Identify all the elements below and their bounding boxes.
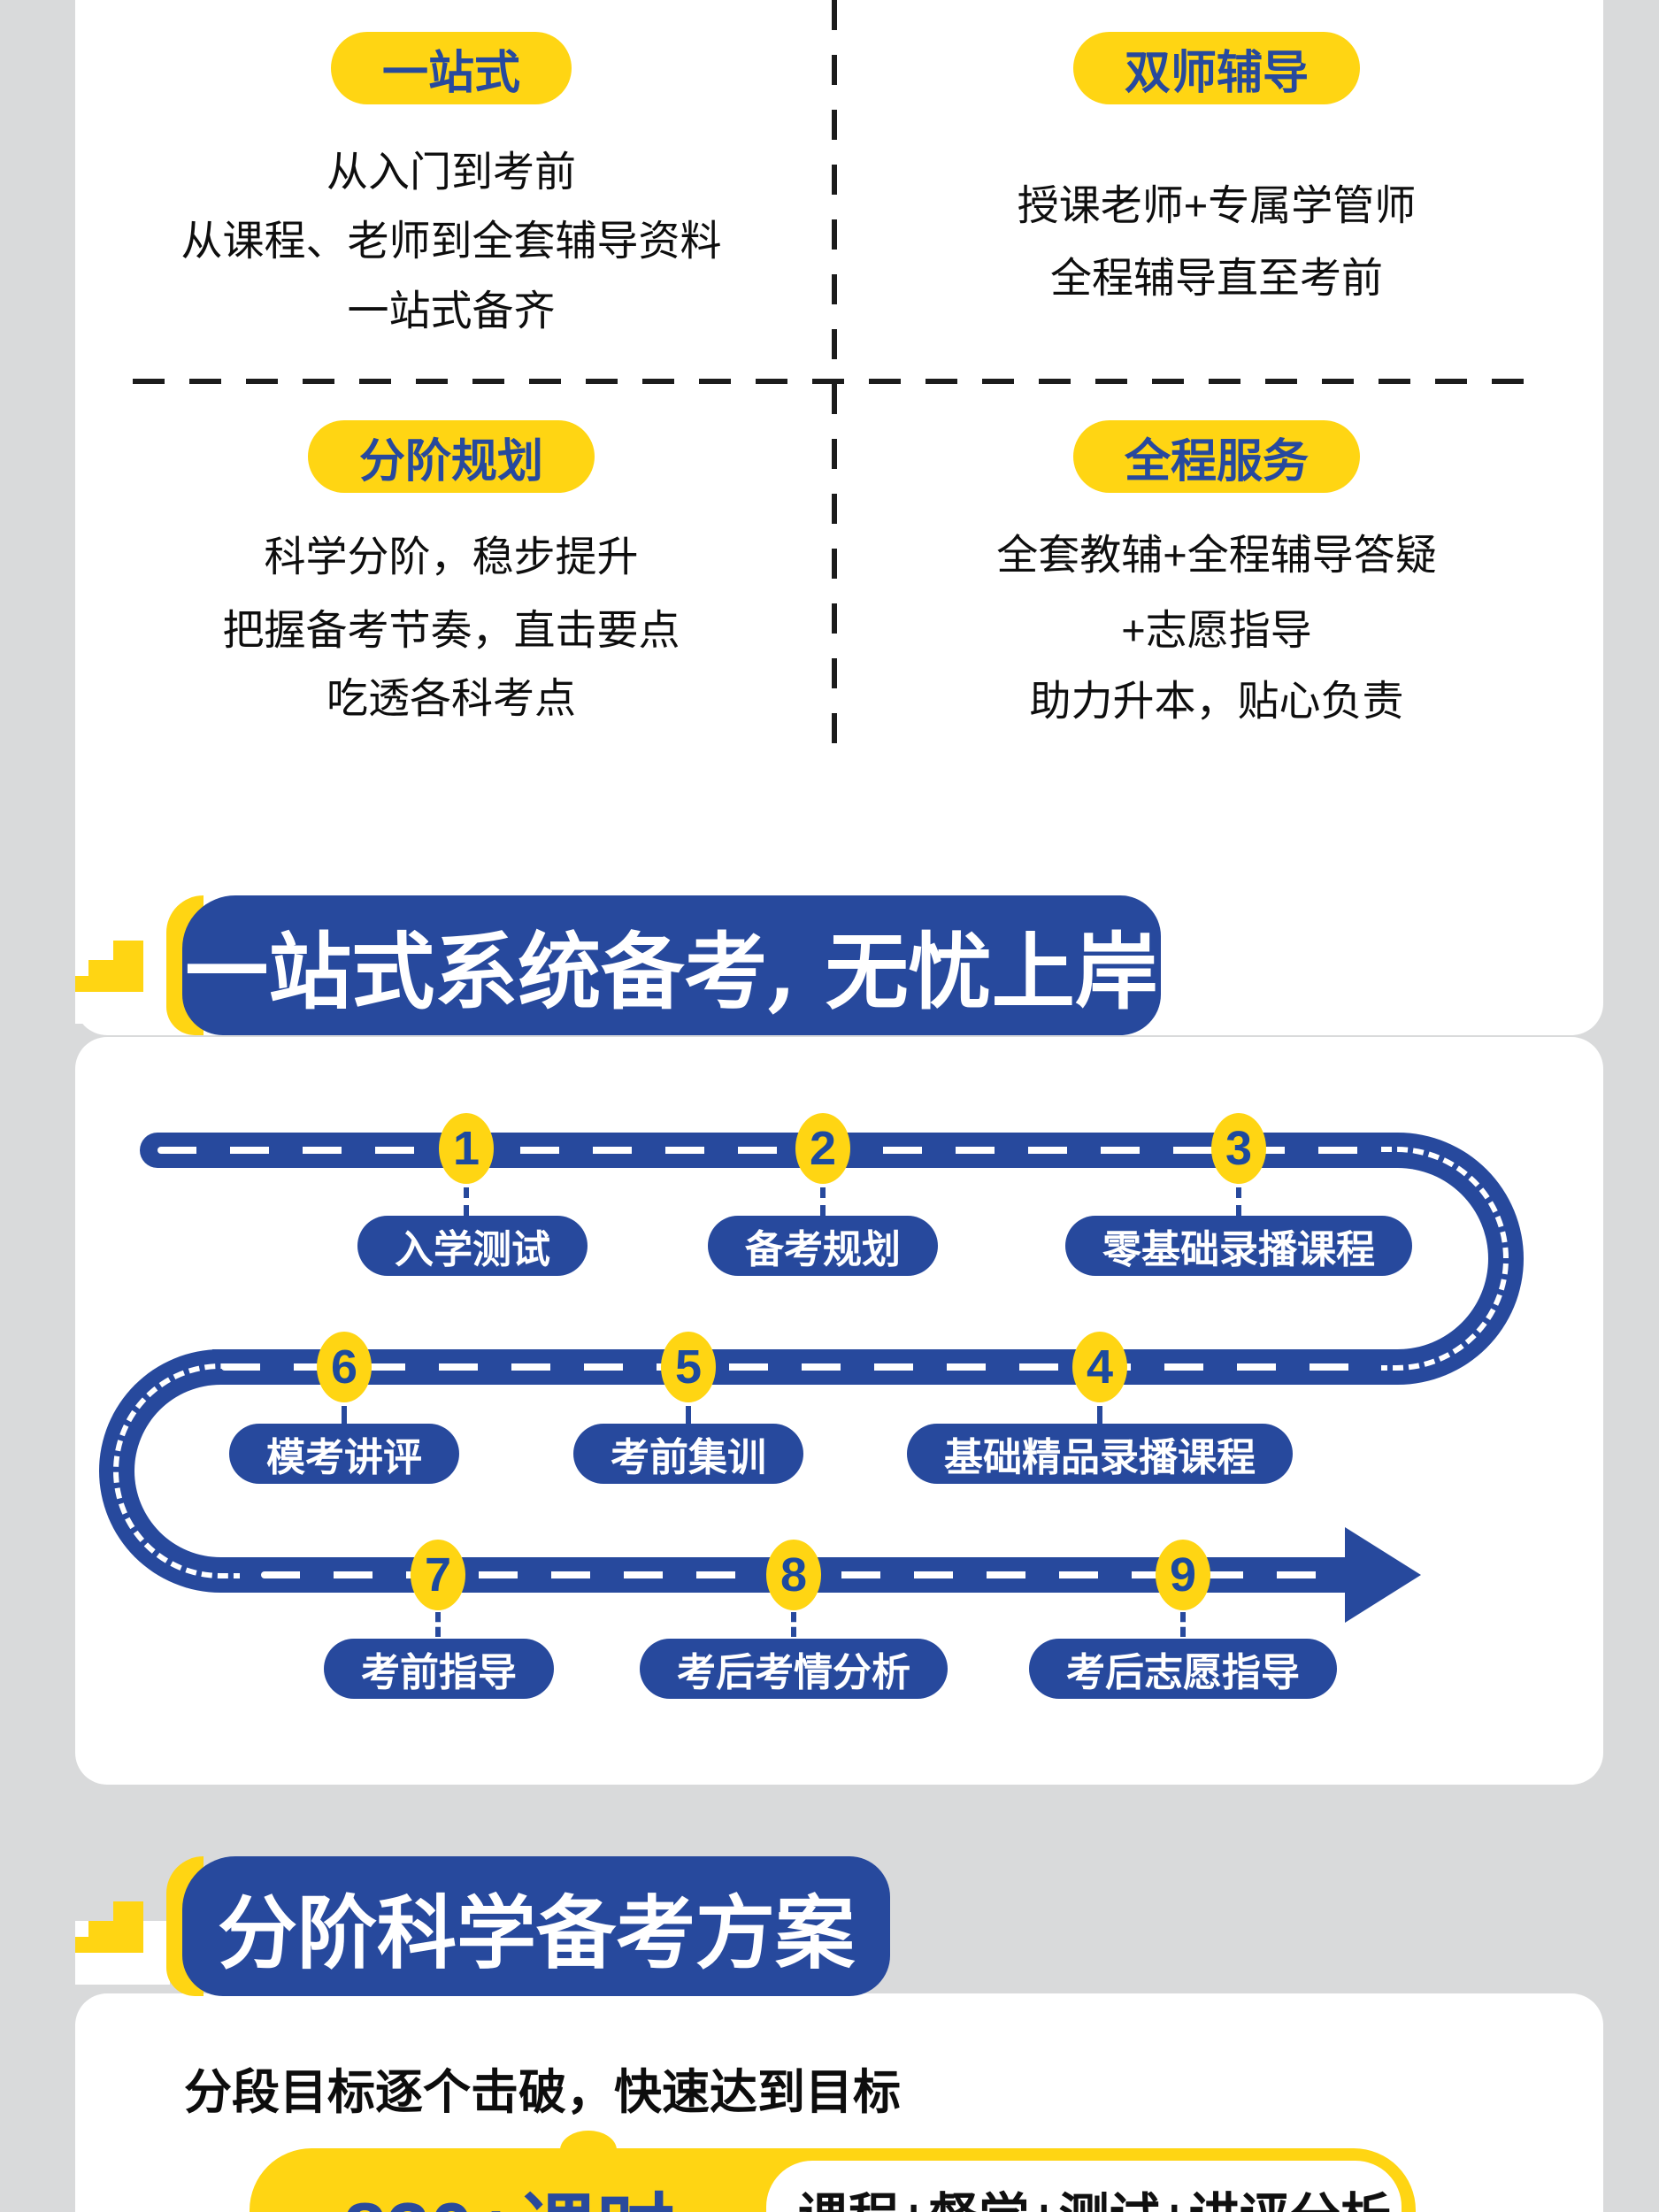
feature-line: 吃透各科考点: [326, 674, 576, 722]
road-dash-row-1: [157, 1147, 1363, 1154]
feature-line: 助力升本，贴心负责: [1029, 677, 1404, 725]
step-6-label: 模考讲评: [229, 1424, 459, 1484]
hours-desc: 课程+督学+测试+讲评分析: [798, 2177, 1391, 2212]
step-8-connector: [791, 1612, 796, 1637]
plan-title-banner: 分阶科学备考方案: [182, 1856, 890, 1996]
step-4-badge: 4: [1072, 1332, 1127, 1402]
feature-line: 授课老师+专属学管师: [1017, 181, 1417, 229]
feature-line: 从入门到考前: [326, 148, 576, 196]
step-9-badge: 9: [1156, 1540, 1210, 1610]
step-6-badge: 6: [317, 1332, 372, 1402]
feature-tag-staged-planning: 分阶规划: [307, 420, 595, 493]
step-3-label: 零基础录播课程: [1065, 1216, 1412, 1276]
feature-tag-full-service: 全程服务: [1072, 420, 1361, 493]
roadmap-title-banner: 一站式系统备考, 无忧上岸: [182, 895, 1161, 1035]
feature-line: 一站式备齐: [347, 287, 556, 334]
feature-line: 全程辅导直至考前: [1050, 254, 1383, 302]
step-9-label: 考后志愿指导: [1029, 1639, 1337, 1699]
step-4-connector: [1097, 1406, 1102, 1424]
step-2-badge: 2: [795, 1113, 850, 1184]
step-9-connector: [1180, 1612, 1186, 1637]
feature-tag-dual-teacher: 双师辅导: [1072, 32, 1361, 104]
step-3-connector: [1236, 1187, 1241, 1216]
plan-subtitle: 分段目标逐个击破，快速达到目标: [184, 2066, 901, 2119]
step-2-connector: [820, 1187, 826, 1216]
step-1-label: 入学测试: [357, 1216, 588, 1276]
step-3-badge: 3: [1211, 1113, 1266, 1184]
features-card: [75, 0, 1603, 1035]
step-1-badge: 1: [439, 1113, 494, 1184]
plan-title: 分阶科学备考方案: [218, 1886, 855, 1980]
roadmap-title: 一站式系统备考, 无忧上岸: [185, 924, 1158, 1021]
feature-line: 科学分阶，稳步提升: [264, 533, 639, 580]
step-8-badge: 8: [766, 1540, 821, 1610]
step-5-label: 考前集训: [573, 1424, 803, 1484]
step-8-label: 考后考情分析: [640, 1639, 948, 1699]
quadrant-divider-horizontal: [133, 379, 1541, 384]
hours-badge: 830+课时: [343, 2168, 674, 2212]
hours-desc-card: [766, 2161, 1402, 2212]
step-7-badge: 7: [411, 1540, 465, 1610]
road-dash-row-2: [221, 1363, 1363, 1371]
step-5-connector: [686, 1406, 691, 1424]
quadrant-divider-vertical: [832, 0, 837, 750]
step-1-connector: [464, 1187, 469, 1216]
step-4-label: 基础精品录播课程: [907, 1424, 1293, 1484]
feature-line: +志愿指导: [1121, 606, 1312, 654]
feature-line: 把握备考节奏，直击要点: [222, 606, 680, 654]
step-7-connector: [435, 1612, 441, 1637]
feature-line: 全套教辅+全程辅导答疑: [996, 531, 1437, 579]
step-5-badge: 5: [661, 1332, 716, 1402]
step-6-connector: [342, 1406, 347, 1424]
road-arrow-head: [1345, 1527, 1421, 1623]
feature-line: 从课程、老师到全套辅导资料: [180, 217, 722, 265]
feature-tag-onestop: 一站式: [330, 32, 572, 104]
step-7-label: 考前指导: [324, 1639, 554, 1699]
step-2-label: 备考规划: [708, 1216, 938, 1276]
